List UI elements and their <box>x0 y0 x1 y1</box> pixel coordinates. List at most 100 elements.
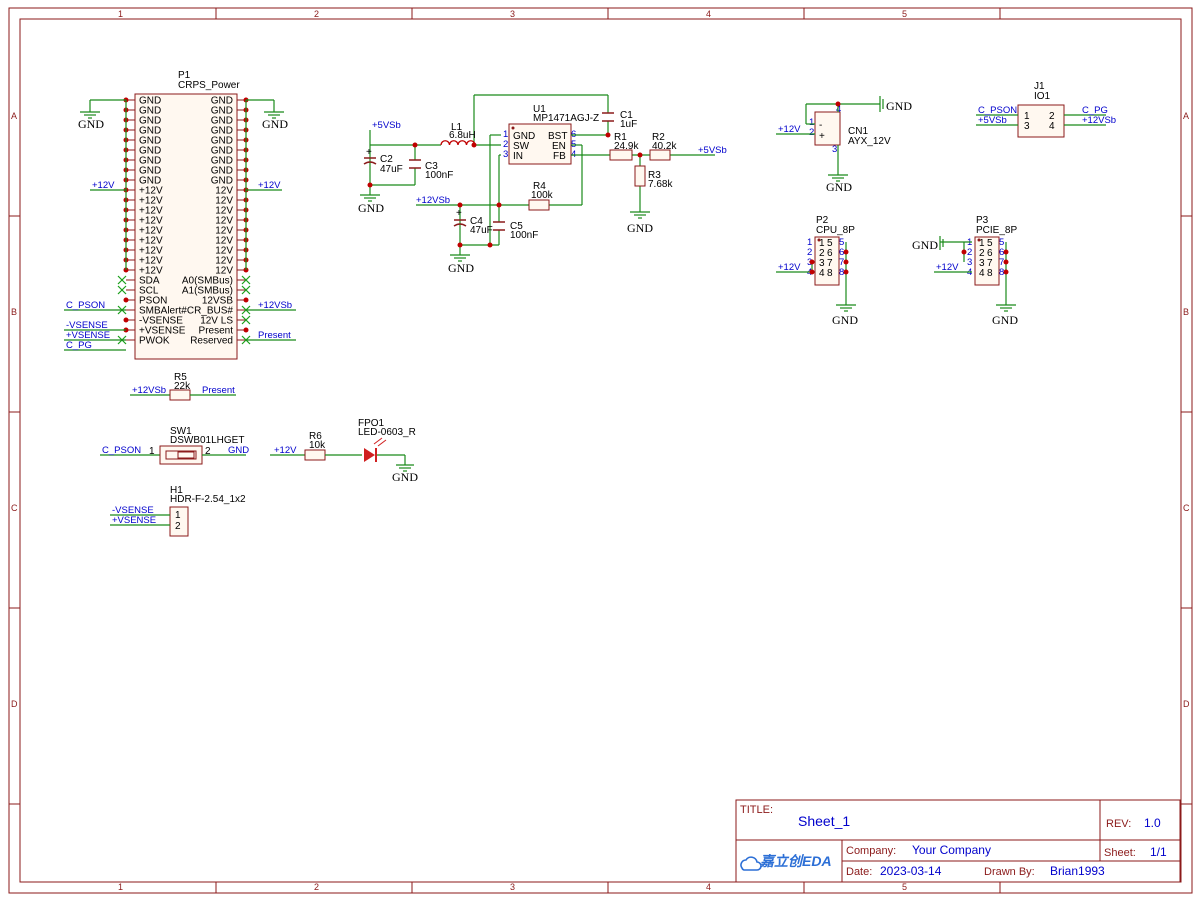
p1-right-pin-9: 12V <box>215 186 233 197</box>
r1-resistor[interactable]: R1 24.9k <box>609 132 639 161</box>
h1-pin1: 1 <box>175 510 181 521</box>
p2-inner-left-1: 2 <box>819 248 825 259</box>
cn1-connector[interactable]: - + 1 2 3 4 CN1 AYX_12V +12V GND GND <box>776 96 912 194</box>
c1-capacitor[interactable]: C1 1uF <box>602 110 637 130</box>
col-label-4-bottom: 4 <box>706 882 711 892</box>
col-label-3: 3 <box>510 9 515 19</box>
sw1-value: DSWB01LHGET <box>170 435 244 446</box>
p1-vsense-pos-label: +VSENSE <box>66 330 110 341</box>
p1-gnd-left-label: GND <box>78 117 104 131</box>
p1-left-pin-6: GND <box>139 156 161 167</box>
p3-inner-right-2: 7 <box>987 258 993 269</box>
p2-inner-right-0: 5 <box>827 238 833 249</box>
p1-crps-power-connector[interactable]: P1 CRPS_Power GNDGNDGNDGNDGNDGNDGNDGNDGN… <box>64 70 296 360</box>
h1-header[interactable]: H1 HDR-F-2.54_1x2 1 2 -VSENSE +VSENSE <box>110 485 246 537</box>
sw1-pin2: 2 <box>205 446 211 457</box>
u1-pin-en: EN <box>552 141 566 152</box>
p1-pson-label: C_PSON <box>66 300 105 311</box>
cn1-value: AYX_12V <box>848 136 891 147</box>
c4-value: 47uF <box>470 225 493 236</box>
col-label-3-bottom: 3 <box>510 882 515 892</box>
p3-num-right-3: 8 <box>999 267 1004 278</box>
p1-right-pin-0: GND <box>211 96 233 107</box>
p1-value: CRPS_Power <box>178 80 240 91</box>
r5-resistor[interactable]: R5 22k +12VSb Present <box>130 372 236 401</box>
r3-resistor[interactable]: R3 7.68k <box>634 165 673 190</box>
u1-ref: U1 <box>533 104 546 115</box>
row-label-b: B <box>11 307 17 317</box>
p3-inner-left-2: 3 <box>979 258 985 269</box>
c4-capacitor[interactable]: + C4 47uF <box>453 208 493 236</box>
p1-right-pin-22: 12V LS <box>200 316 233 327</box>
p1-right-pin-7: GND <box>211 166 233 177</box>
c5-ref: C5 <box>510 221 523 232</box>
p2-gnd: GND <box>832 313 858 327</box>
rev-label: REV: <box>1106 818 1131 830</box>
row-label-c-right: C <box>1183 503 1190 513</box>
p2-ref: P2 <box>816 215 829 226</box>
col-label-2-bottom: 2 <box>314 882 319 892</box>
row-label-d: D <box>11 699 18 709</box>
j1-ref: J1 <box>1034 81 1045 92</box>
r2-resistor[interactable]: R2 40.2k <box>649 132 677 161</box>
buck-converter: U1 MP1471AGJ-Z GND SW IN BST EN FB 1 2 3… <box>358 94 727 275</box>
p3-inner-left-3: 4 <box>979 268 985 279</box>
c2-capacitor[interactable]: + C2 47uF <box>363 147 403 175</box>
cn1-net: +12V <box>778 124 801 135</box>
p1-left-pin-15: +12V <box>139 246 163 257</box>
sw1-switch[interactable]: SW1 DSWB01LHGET 1 2 C_PSON GND <box>100 426 249 465</box>
p3-inner-right-3: 8 <box>987 268 993 279</box>
p1-right-pin-1: GND <box>211 106 233 117</box>
sw1-left-net: C_PSON <box>102 445 141 456</box>
l1-inductor[interactable]: L1 6.8uH <box>440 122 476 146</box>
p1-12vsb-label: +12VSb <box>258 300 292 311</box>
j1-net-12vsb: +12VSb <box>1082 115 1116 126</box>
p2-value: CPU_8P <box>816 225 855 236</box>
h1-net1: -VSENSE <box>112 505 154 516</box>
buck-gnd-r3: GND <box>627 221 653 235</box>
cn1-pin3: 3 <box>832 144 837 155</box>
r6-resistor[interactable]: R6 10k +12V <box>270 431 362 461</box>
r5-value: 22k <box>174 381 191 392</box>
p1-left-pin-18: SDA <box>139 276 160 287</box>
p3-inner-left-1: 2 <box>979 248 985 259</box>
p1-left-pin-3: GND <box>139 126 161 137</box>
drawn-label: Drawn By: <box>984 866 1035 878</box>
c1-value: 1uF <box>620 119 637 130</box>
r2-value: 40.2k <box>652 141 677 152</box>
p1-left-pin-20: PSON <box>139 296 167 307</box>
cn1-ref: CN1 <box>848 126 868 137</box>
c5-capacitor[interactable]: C5 100nF <box>493 221 538 241</box>
p2-net: +12V <box>778 262 801 273</box>
p1-left-pin-8: GND <box>139 176 161 187</box>
p1-12v-left-label: +12V <box>92 180 115 191</box>
p1-right-pin-19: A1(SMBus) <box>182 286 233 297</box>
drawn-value: Brian1993 <box>1050 864 1105 878</box>
sheet-border: 1 2 3 4 5 1 2 3 4 5 A B C D A B C D <box>8 7 1193 894</box>
fpo1-led[interactable]: FPO1 LED-0603_R GND <box>358 418 418 484</box>
h1-net2: +VSENSE <box>112 515 156 526</box>
p2-inner-right-3: 8 <box>827 268 833 279</box>
p1-left-pin-12: +12V <box>139 216 163 227</box>
p2-num-right-0: 5 <box>839 237 844 248</box>
p1-right-pin-12: 12V <box>215 216 233 227</box>
p3-net: +12V <box>936 262 959 273</box>
j1-pin3: 3 <box>1024 121 1030 132</box>
p2-inner-right-2: 7 <box>827 258 833 269</box>
p1-left-pin-22: -VSENSE <box>139 316 183 327</box>
buck-5vsb-in: +5VSb <box>372 120 401 131</box>
p1-left-pin-11: +12V <box>139 206 163 217</box>
p1-left-pin-10: +12V <box>139 196 163 207</box>
j1-net-5vsb: +5VSb <box>978 115 1007 126</box>
svg-text:+: + <box>456 208 462 219</box>
j1-io-connector[interactable]: J1 IO1 1 2 3 4 C_PSON +5VSb C_PG +12VSb <box>976 81 1116 138</box>
r4-resistor[interactable]: R4 100k <box>528 181 554 211</box>
p3-num-right-2: 7 <box>999 257 1004 268</box>
col-label-1: 1 <box>118 9 123 19</box>
svg-text:+: + <box>366 147 372 158</box>
p1-right-pin-4: GND <box>211 136 233 147</box>
p1-present-label: Present <box>258 330 291 341</box>
c3-capacitor[interactable]: C3 100nF <box>409 159 453 181</box>
